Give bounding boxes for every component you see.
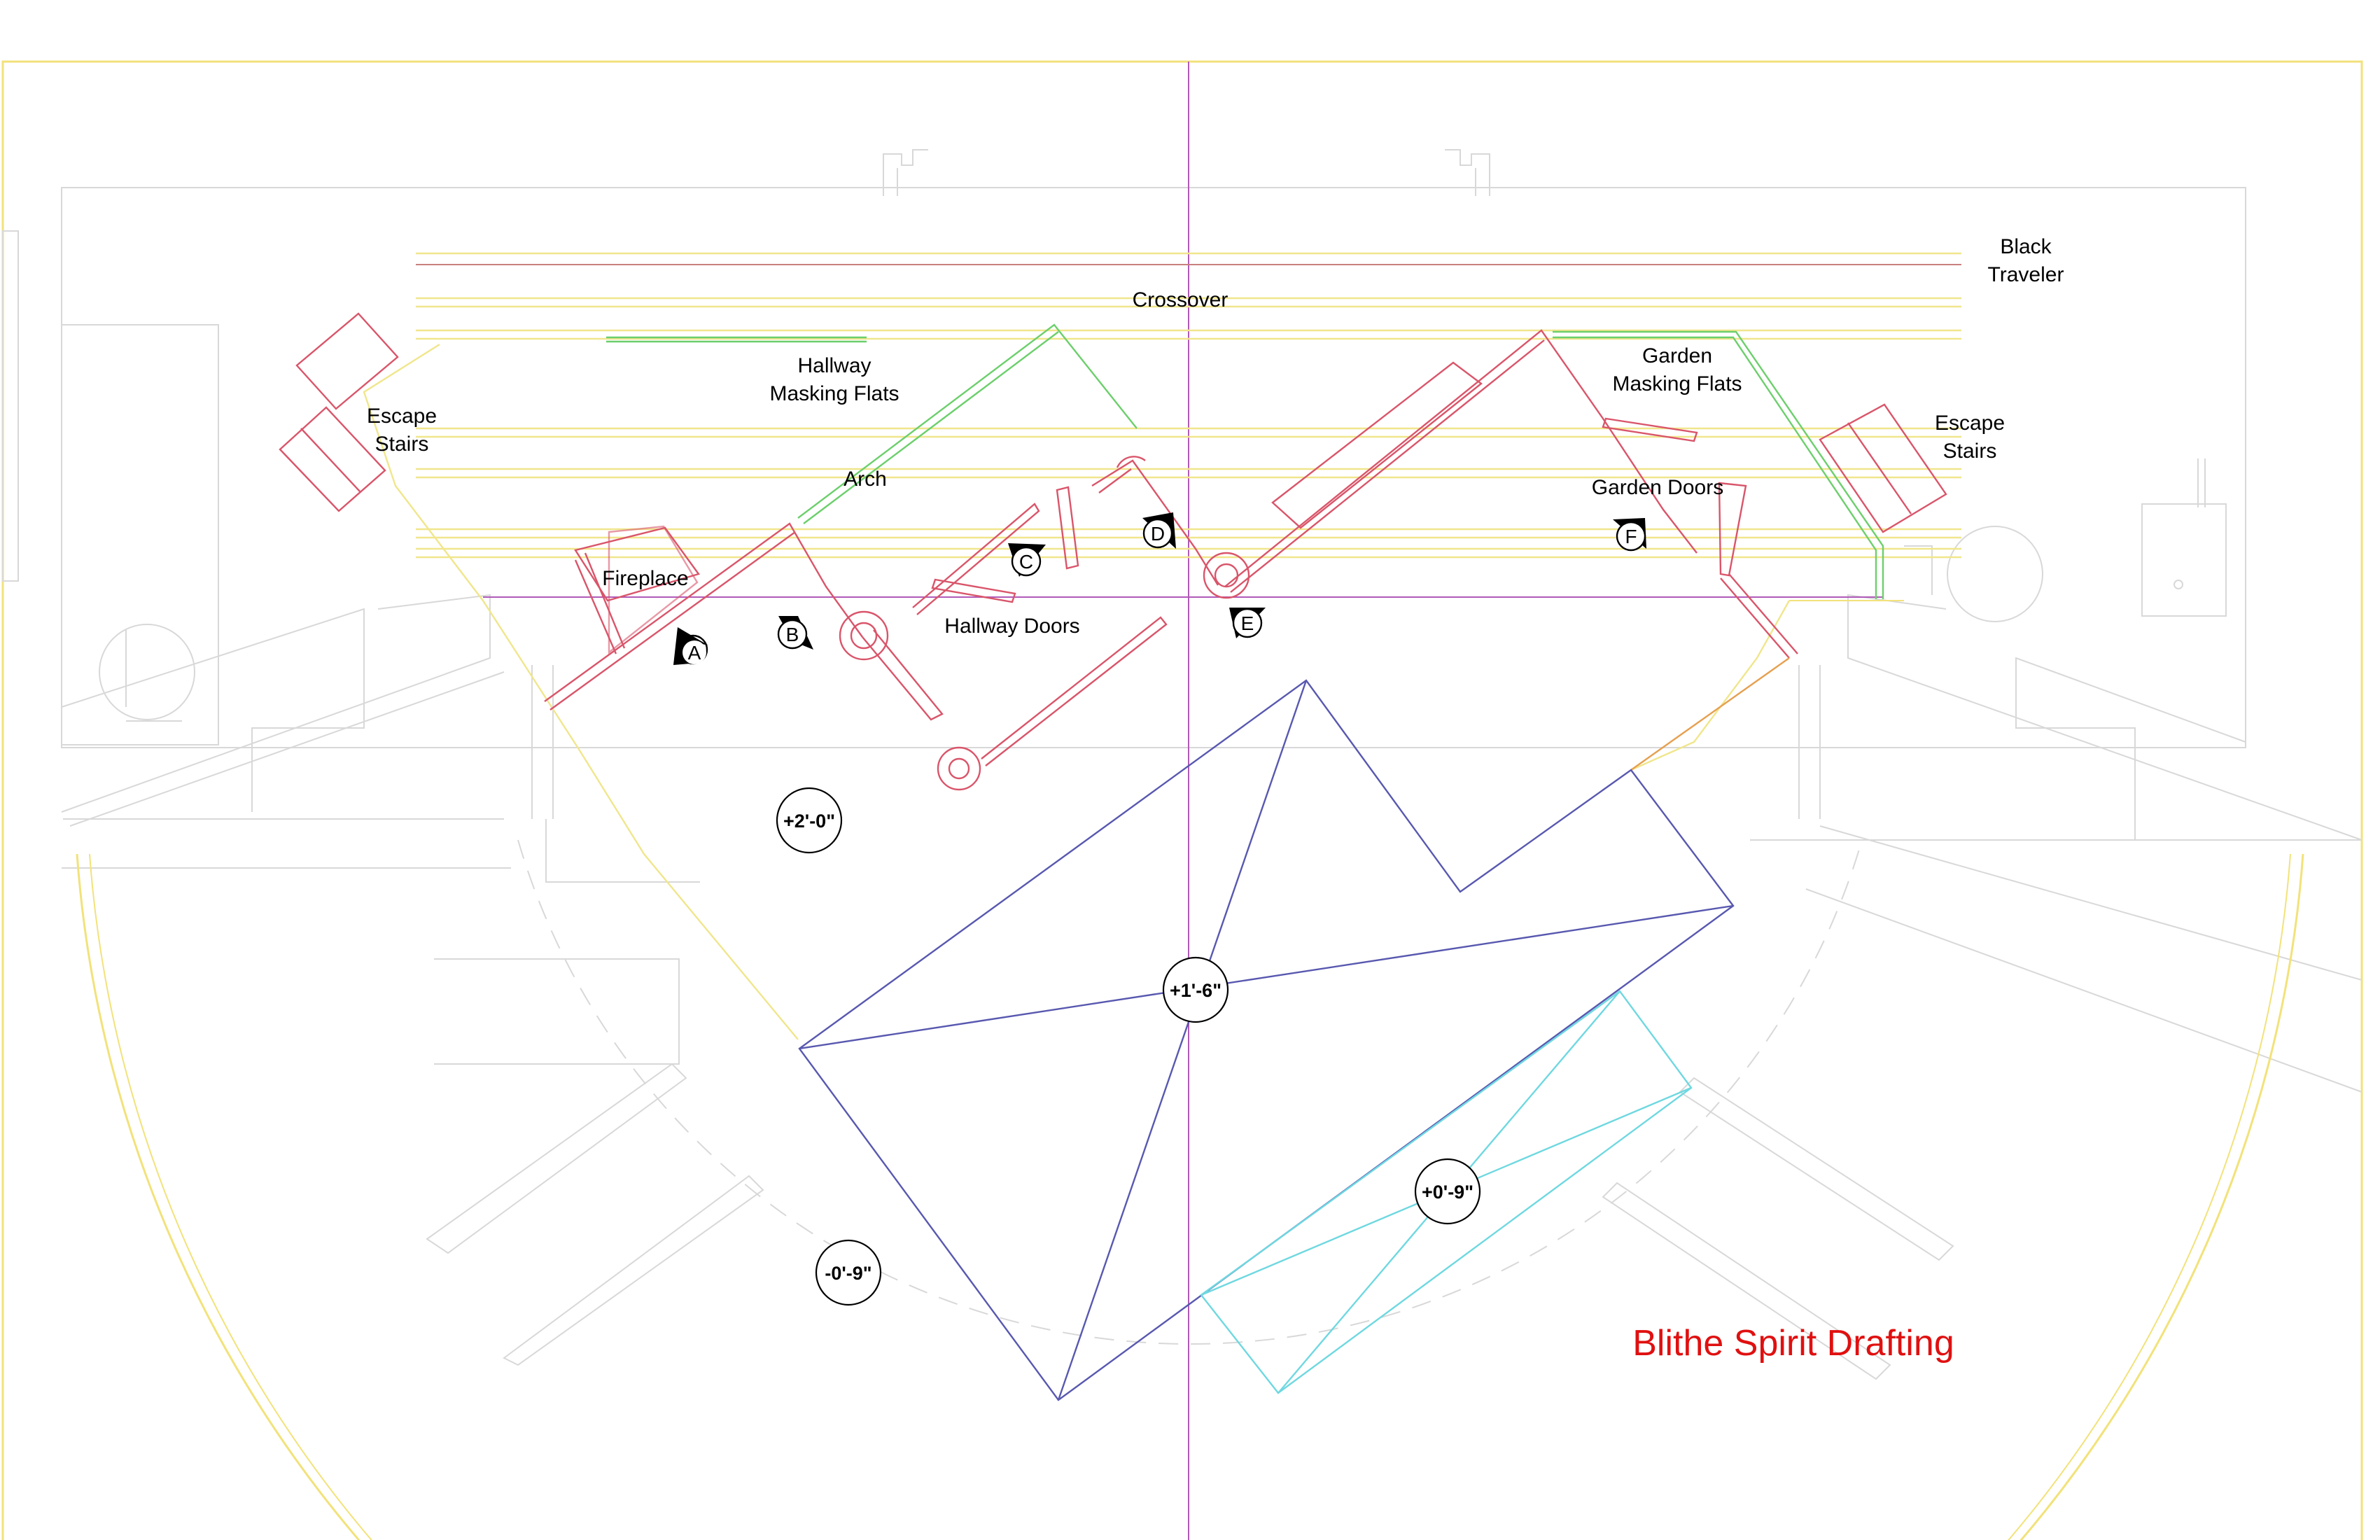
label-escape-left-1: Escape (367, 405, 437, 428)
marker-a: A (673, 627, 708, 665)
platform-center (798, 679, 1735, 1401)
label-black-traveler-2: Traveler (1988, 263, 2064, 286)
elevation-lower-right: +0'-9" (1414, 1158, 1481, 1225)
marker-a-text: A (688, 642, 701, 664)
label-crossover: Crossover (1133, 288, 1228, 312)
label-garden-masking-1: Garden (1642, 344, 1712, 368)
marker-f: F (1613, 518, 1646, 552)
label-hallway-masking-2: Masking Flats (769, 382, 899, 405)
elevation-callouts: +2'-0" +1'-6" +0'-9" -0'-9" (776, 787, 1481, 1306)
marker-d-text: D (1151, 523, 1165, 545)
label-fireplace: Fireplace (602, 567, 688, 590)
label-hallway-masking-1: Hallway (797, 354, 871, 377)
marker-d: D (1142, 512, 1176, 549)
label-black-traveler-1: Black (2000, 235, 2052, 258)
marker-c: C (1008, 543, 1046, 577)
masking-flats (606, 323, 1884, 599)
drawing-title: Blithe Spirit Drafting (1632, 1323, 1954, 1364)
elevation-upper-left-text: +2'-0" (783, 811, 835, 832)
marker-b: B (777, 616, 813, 650)
elevation-upper-left: +2'-0" (776, 787, 843, 854)
marker-e: E (1229, 608, 1266, 638)
label-escape-right-2: Stairs (1943, 440, 1997, 463)
marker-b-text: B (786, 624, 799, 645)
elevation-lower-left: -0'-9" (815, 1239, 882, 1306)
section-markers: A B C D E F (673, 512, 1646, 665)
elevation-lower-right-text: +0'-9" (1422, 1182, 1474, 1203)
label-hallway-doors: Hallway Doors (944, 615, 1079, 638)
label-escape-right-1: Escape (1935, 412, 2005, 435)
elevation-lower-left-text: -0'-9" (825, 1263, 872, 1284)
label-garden-masking-2: Masking Flats (1612, 372, 1742, 396)
label-arch: Arch (844, 468, 887, 491)
elevation-center: +1'-6" (1162, 956, 1229, 1023)
scene-labels: Black Traveler Crossover Hallway Masking… (367, 235, 2064, 638)
marker-c-text: C (1019, 551, 1033, 573)
battens (416, 252, 1961, 559)
marker-e-text: E (1241, 612, 1254, 634)
elevation-center-text: +1'-6" (1170, 980, 1222, 1001)
scenery-walls (279, 312, 1947, 791)
deck-outline (363, 343, 1904, 1040)
marker-f-text: F (1625, 526, 1637, 547)
sheet-border (1, 60, 2363, 1540)
theatre-architecture (2, 149, 2362, 1540)
label-garden-doors: Garden Doors (1592, 476, 1723, 499)
label-escape-left-2: Stairs (375, 433, 429, 456)
